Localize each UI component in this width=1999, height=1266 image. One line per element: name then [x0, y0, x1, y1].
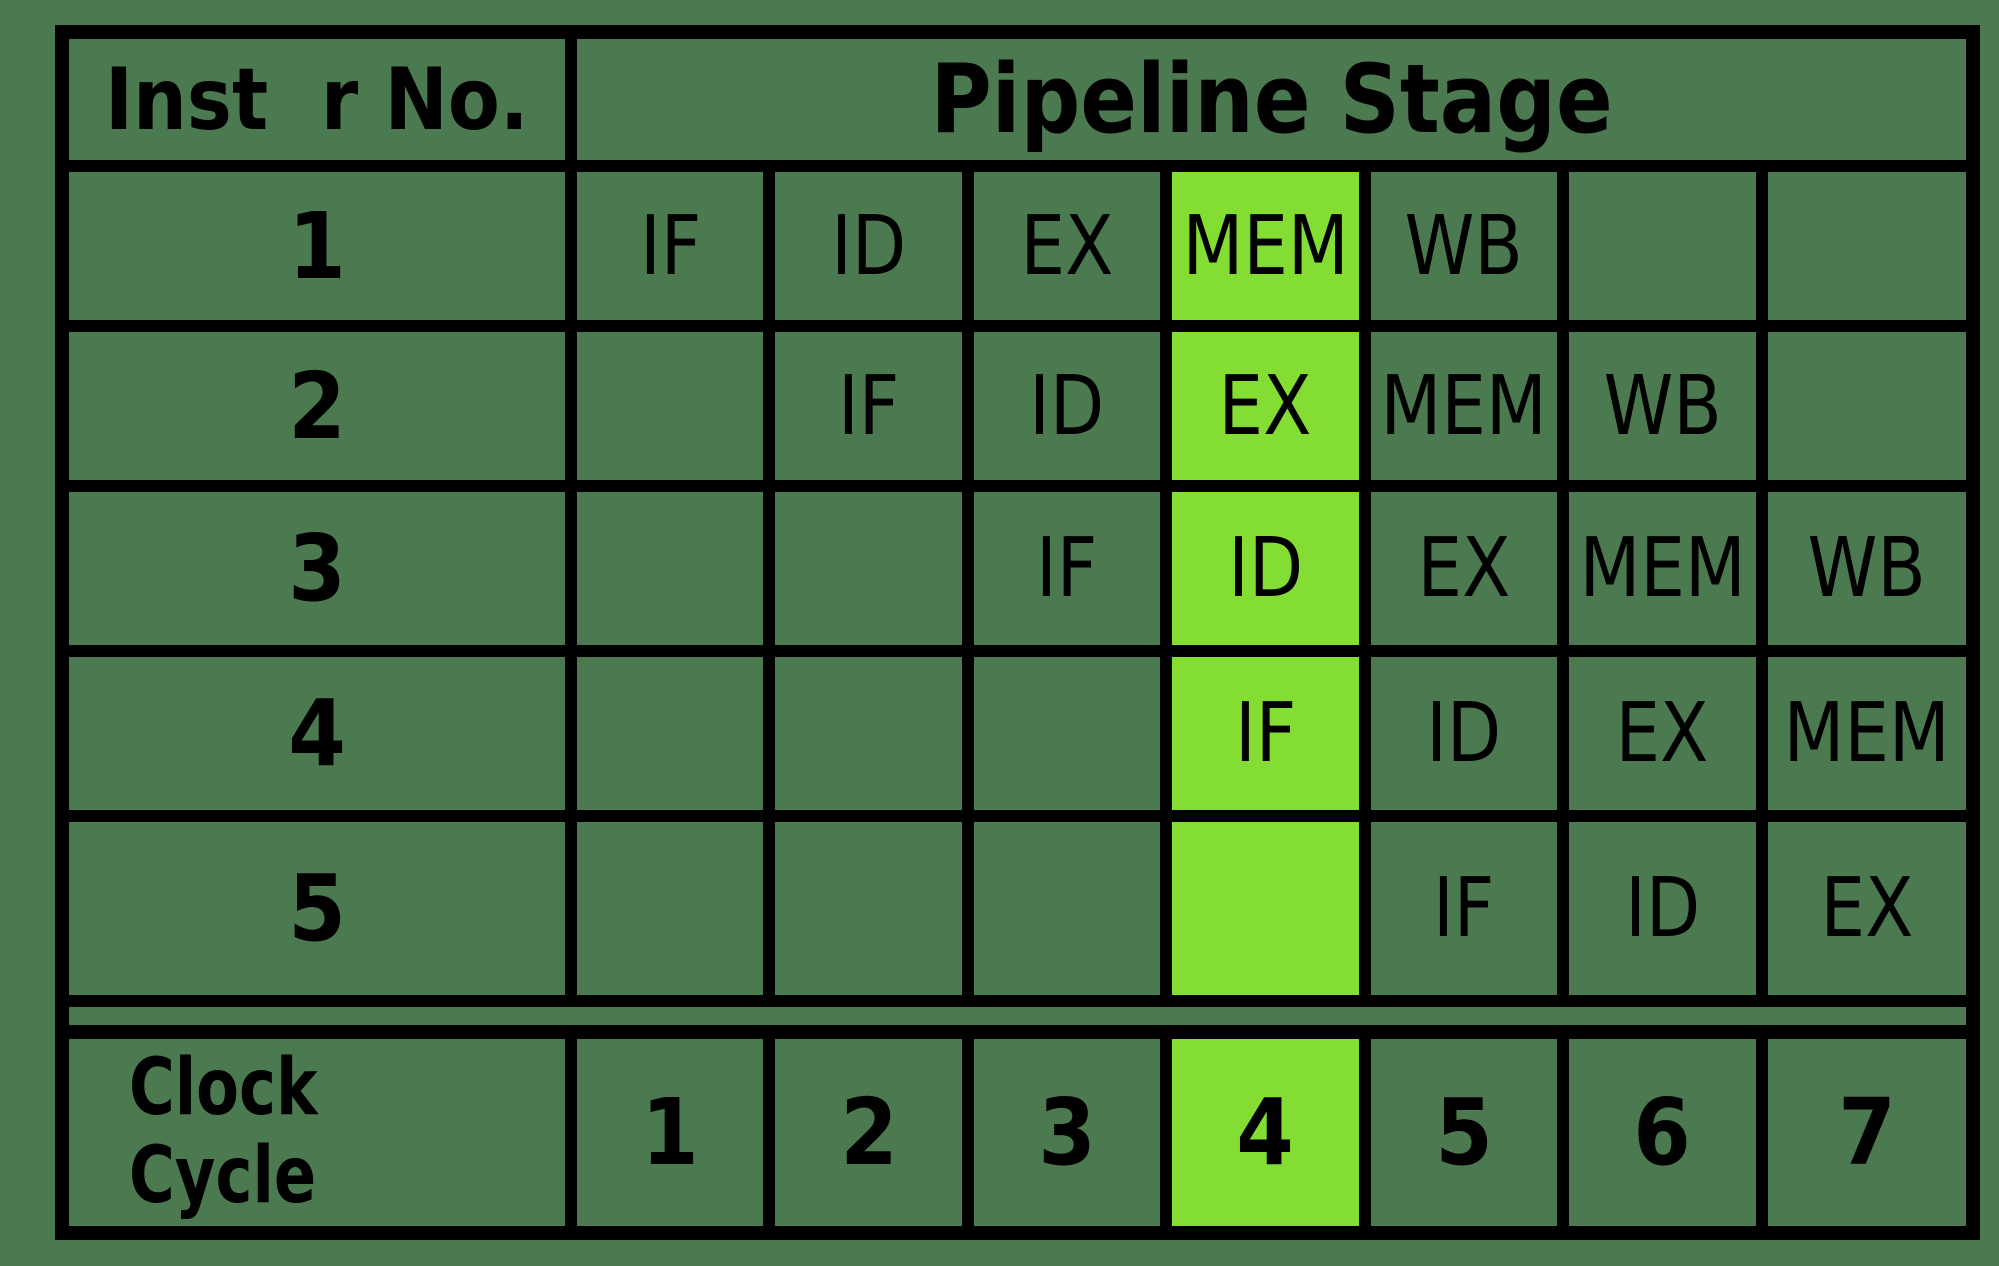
stage-label: IF [837, 358, 900, 454]
corner-header-label: Inst r No. [105, 49, 529, 150]
stage-cell: IF [1370, 822, 1570, 1007]
instr-number: 5 [288, 855, 346, 962]
clock-cycle-cell: 3 [974, 1039, 1173, 1226]
pipeline-stage-header-label: Pipeline Stage [930, 44, 1613, 155]
stage-cell [775, 492, 974, 657]
stage-label: IF [1234, 686, 1297, 781]
stage-label: IF [639, 198, 701, 294]
instr-number: 1 [288, 192, 346, 300]
clock-cycle-cell: 2 [775, 1039, 974, 1226]
stage-label: EX [1820, 861, 1914, 956]
stage-label: ID [831, 198, 907, 294]
stage-cell: EX [1767, 822, 1966, 1007]
clock-cycle-cell-highlighted: 4 [1172, 1039, 1371, 1226]
stage-cell [1767, 332, 1966, 492]
clock-label-line1: Clock [129, 1043, 318, 1134]
instr-number-cell: 4 [69, 657, 577, 822]
stage-label: EX [1417, 521, 1511, 616]
stage-label: WB [1404, 198, 1523, 294]
stage-cell: WB [1370, 172, 1570, 332]
stage-label: EX [1020, 198, 1114, 294]
clock-cycle-number: 2 [839, 1079, 898, 1186]
stage-label: ID [1624, 861, 1700, 956]
stage-cell: ID [775, 172, 974, 332]
instr-number: 4 [288, 680, 346, 787]
stage-label: IF [1433, 861, 1495, 956]
double-line-separator [69, 1007, 1966, 1039]
clock-cycle-number: 4 [1236, 1079, 1295, 1186]
clock-cycle-cell: 1 [577, 1039, 776, 1226]
stage-label: WB [1807, 521, 1926, 616]
stage-cell: MEM [1767, 657, 1966, 822]
clock-cycle-number: 1 [641, 1079, 700, 1186]
stage-cell [577, 332, 776, 492]
stage-label: MEM [1579, 521, 1746, 616]
instr-number-cell: 3 [69, 492, 577, 657]
stage-cell [775, 657, 974, 822]
stage-cell [973, 657, 1173, 822]
stage-label: MEM [1380, 358, 1548, 454]
instr-number-cell: 2 [69, 332, 577, 492]
stage-cell [775, 822, 974, 1007]
stage-label: EX [1615, 686, 1709, 781]
instr-number: 3 [288, 515, 346, 622]
clock-cycle-cell: 7 [1768, 1039, 1966, 1226]
stage-label: ID [1426, 686, 1502, 781]
stage-cell-highlighted: IF [1172, 657, 1371, 822]
stage-cell-highlighted: ID [1172, 492, 1371, 657]
stage-label: EX [1219, 358, 1312, 454]
stage-label: ID [1029, 358, 1105, 454]
stage-cell: IF [577, 172, 776, 332]
stage-cell: WB [1569, 332, 1768, 492]
clock-cycle-number: 3 [1038, 1079, 1096, 1186]
stage-cell: MEM [1370, 332, 1570, 492]
clock-cycle-number: 6 [1633, 1079, 1692, 1186]
stage-cell: WB [1767, 492, 1966, 657]
clock-cycle-number: 7 [1837, 1079, 1896, 1186]
stage-cell [577, 657, 776, 822]
stage-cell-highlighted [1172, 822, 1371, 1007]
stage-cell: ID [1569, 822, 1768, 1007]
stage-cell-highlighted: EX [1172, 332, 1371, 492]
stage-cell: EX [1569, 657, 1768, 822]
instr-number: 2 [288, 352, 346, 460]
clock-cycle-cell: 6 [1569, 1039, 1768, 1226]
stage-cell: IF [973, 492, 1173, 657]
clock-label-line2: Cycle [129, 1130, 317, 1221]
clock-cycle-cell: 5 [1371, 1039, 1570, 1226]
stage-cell [973, 822, 1173, 1007]
stage-cell: ID [1370, 657, 1570, 822]
stage-cell: ID [973, 332, 1173, 492]
stage-cell [1569, 172, 1768, 332]
corner-header-cell: Inst r No. [69, 39, 577, 172]
stage-cell: EX [1370, 492, 1570, 657]
stage-cell [577, 822, 776, 1007]
stage-cell: IF [775, 332, 974, 492]
stage-label: WB [1603, 358, 1722, 454]
stage-label: ID [1227, 521, 1304, 616]
stage-label: MEM [1182, 198, 1349, 294]
stage-cell-highlighted: MEM [1172, 172, 1371, 332]
pipeline-diagram-table: Inst r No. Pipeline Stage 1 IF ID EX MEM… [55, 25, 1980, 1240]
instr-number-cell: 5 [69, 822, 577, 1007]
stage-cell [577, 492, 776, 657]
stage-cell: MEM [1569, 492, 1768, 657]
pipeline-stage-header-cell: Pipeline Stage [577, 39, 1966, 172]
stage-cell: EX [973, 172, 1173, 332]
clock-cycle-number: 5 [1435, 1079, 1493, 1186]
instr-number-cell: 1 [69, 172, 577, 332]
stage-label: MEM [1783, 686, 1950, 781]
stage-cell [1767, 172, 1966, 332]
stage-label: IF [1036, 521, 1098, 616]
